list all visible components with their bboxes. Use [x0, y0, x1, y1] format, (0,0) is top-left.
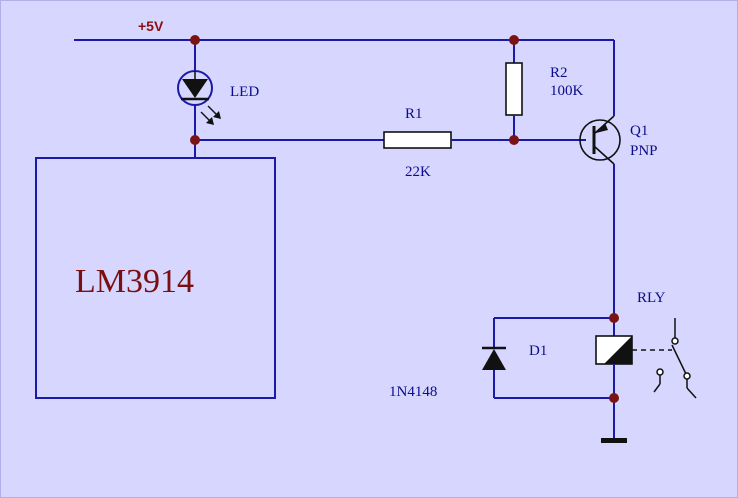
led-symbol — [177, 70, 221, 125]
junction-dot — [509, 135, 519, 145]
junction-dot — [190, 135, 200, 145]
q1-type: PNP — [630, 143, 658, 159]
r2-ref: R2 — [550, 65, 568, 81]
r1-resistor — [383, 131, 452, 149]
junction-dot — [509, 35, 519, 45]
r2-value: 100K — [550, 83, 584, 99]
relay-contacts — [653, 318, 697, 399]
d1-ref: D1 — [529, 343, 547, 359]
supply-label: +5V — [138, 18, 164, 34]
junction-dot — [190, 35, 200, 45]
r1-ref: R1 — [405, 106, 423, 122]
q1-transistor — [579, 115, 621, 165]
ic-label: LM3914 — [75, 263, 194, 300]
d1-diode — [482, 346, 506, 370]
r1-value: 22K — [405, 164, 431, 180]
q1-ref: Q1 — [630, 123, 648, 139]
lm3914-ic — [35, 157, 276, 399]
relay-ref: RLY — [637, 290, 666, 306]
ground-symbol — [601, 438, 627, 443]
d1-part: 1N4148 — [389, 384, 437, 400]
relay-coil — [595, 335, 633, 365]
junction-dot — [609, 313, 619, 323]
r2-resistor — [505, 62, 523, 116]
led-label: LED — [230, 84, 259, 100]
junction-dot — [609, 393, 619, 403]
